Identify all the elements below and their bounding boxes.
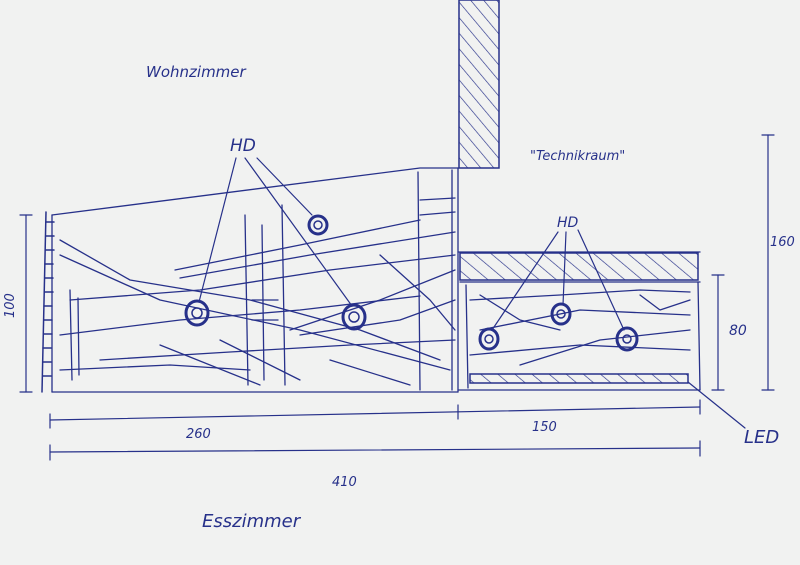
downlight-right-3 bbox=[615, 326, 639, 352]
living-room-label: Wohnzimmer bbox=[146, 63, 247, 81]
led-label: LED bbox=[744, 427, 779, 448]
downlight-right-2 bbox=[550, 302, 572, 326]
shelf-slab bbox=[459, 252, 699, 281]
downlight-right-1 bbox=[478, 327, 500, 351]
hd-label-right: HD bbox=[557, 215, 579, 231]
dimension-left-height: 100 bbox=[3, 293, 18, 318]
downlight-left-1 bbox=[307, 214, 329, 236]
dimension-lines bbox=[19, 134, 775, 461]
hd-label-left: HD bbox=[230, 136, 256, 156]
dimension-right-width: 150 bbox=[532, 420, 557, 435]
downlight-left-2 bbox=[184, 299, 210, 327]
dimension-total-height: 160 bbox=[770, 235, 795, 250]
downlight-left-3 bbox=[341, 303, 367, 331]
technical-room-label: "Technikraum" bbox=[530, 149, 625, 164]
dimension-left-width: 260 bbox=[186, 427, 211, 442]
hd-leader-lines bbox=[198, 157, 746, 429]
led-strip bbox=[469, 373, 689, 384]
left-edge-trim bbox=[41, 211, 55, 393]
dimension-total-width: 410 bbox=[332, 475, 357, 490]
right-cabinet bbox=[457, 251, 701, 391]
wall bbox=[458, 0, 500, 169]
left-wood-structure bbox=[51, 167, 459, 393]
dimension-shelf-height: 80 bbox=[729, 323, 747, 339]
dining-room-label: Esszimmer bbox=[202, 511, 302, 532]
